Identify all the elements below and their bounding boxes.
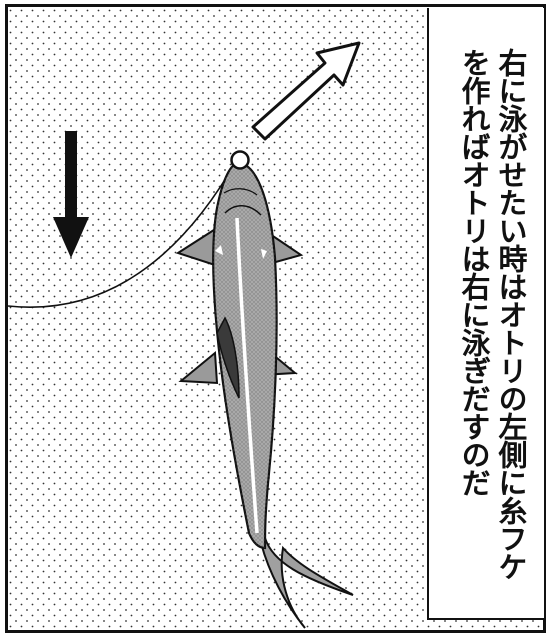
caption-line-1: 右に泳がせたい時はオトリの左側に糸フケ: [494, 48, 528, 580]
down-arrow-icon: [53, 131, 89, 258]
caption-box: [427, 8, 544, 620]
up-right-arrow-icon: [251, 41, 361, 141]
nose-ring-icon: [230, 150, 250, 170]
fishing-line: [8, 157, 239, 308]
caption-line-2: を作ればオトリは右に泳ぎだすのだ: [457, 48, 491, 496]
decoy-fish: [175, 150, 354, 629]
